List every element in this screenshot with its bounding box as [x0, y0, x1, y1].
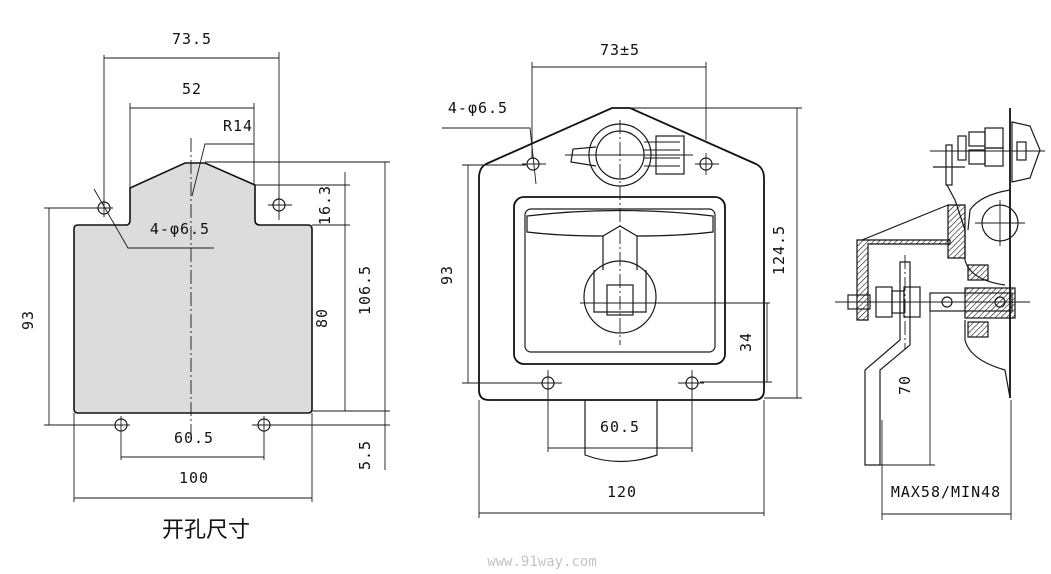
dim-side-70: 70 — [896, 375, 914, 395]
front-plate — [478, 107, 765, 401]
dim-cutout-16-3: 16.3 — [316, 185, 334, 225]
dim-front-60-5: 60.5 — [600, 418, 640, 436]
dim-side-thickness: MAX58/MIN48 — [891, 483, 1001, 501]
dim-cutout-r14: R14 — [223, 117, 253, 135]
cutout-hole-top-right — [268, 196, 292, 220]
cutout-hole-bottom-left — [112, 416, 130, 460]
cutout-view: 73.5 52 R14 4-φ6.5 93 16.3 80 106.5 5.5 — [19, 30, 390, 543]
dim-cutout-52: 52 — [182, 80, 202, 98]
dim-cutout-106-5: 106.5 — [356, 265, 374, 315]
dim-front-holes: 4-φ6.5 — [448, 99, 508, 117]
dim-front-34: 34 — [737, 332, 755, 352]
dim-front-93: 93 — [438, 265, 456, 285]
front-handle-hub — [580, 260, 770, 334]
side-view: 70 MAX58/MIN48 — [835, 108, 1045, 520]
front-hole-top-right — [695, 153, 719, 175]
side-roller — [967, 200, 1025, 338]
cutout-hole-bottom-right — [252, 416, 276, 460]
dim-cutout-80: 80 — [313, 308, 331, 328]
dim-front-73-5: 73±5 — [600, 41, 640, 59]
dim-front-120: 120 — [607, 483, 637, 501]
cutout-caption: 开孔尺寸 — [162, 518, 250, 543]
dim-front-124-5: 124.5 — [770, 225, 788, 275]
side-shaft — [835, 286, 1030, 319]
dim-cutout-100: 100 — [179, 469, 209, 487]
front-pan-outer — [513, 196, 726, 365]
watermark: www.91way.com — [487, 554, 597, 570]
side-lock-cylinder — [930, 121, 1045, 186]
front-lock-cylinder — [565, 123, 693, 187]
dim-cutout-holes: 4-φ6.5 — [150, 220, 210, 238]
dim-cutout-60-5: 60.5 — [174, 429, 214, 447]
side-arm — [864, 261, 911, 466]
front-handle — [526, 209, 714, 237]
dim-cutout-73-5: 73.5 — [172, 30, 212, 48]
dim-cutout-5-5: 5.5 — [356, 440, 374, 470]
front-hole-bottom-right — [678, 370, 704, 452]
front-bottom-tab — [584, 400, 658, 463]
dim-cutout-93: 93 — [19, 310, 37, 330]
cutout-shape — [73, 162, 313, 414]
front-hole-bottom-left — [537, 370, 562, 452]
front-view: 73±5 4-φ6.5 93 124.5 34 60.5 120 — [438, 41, 802, 518]
